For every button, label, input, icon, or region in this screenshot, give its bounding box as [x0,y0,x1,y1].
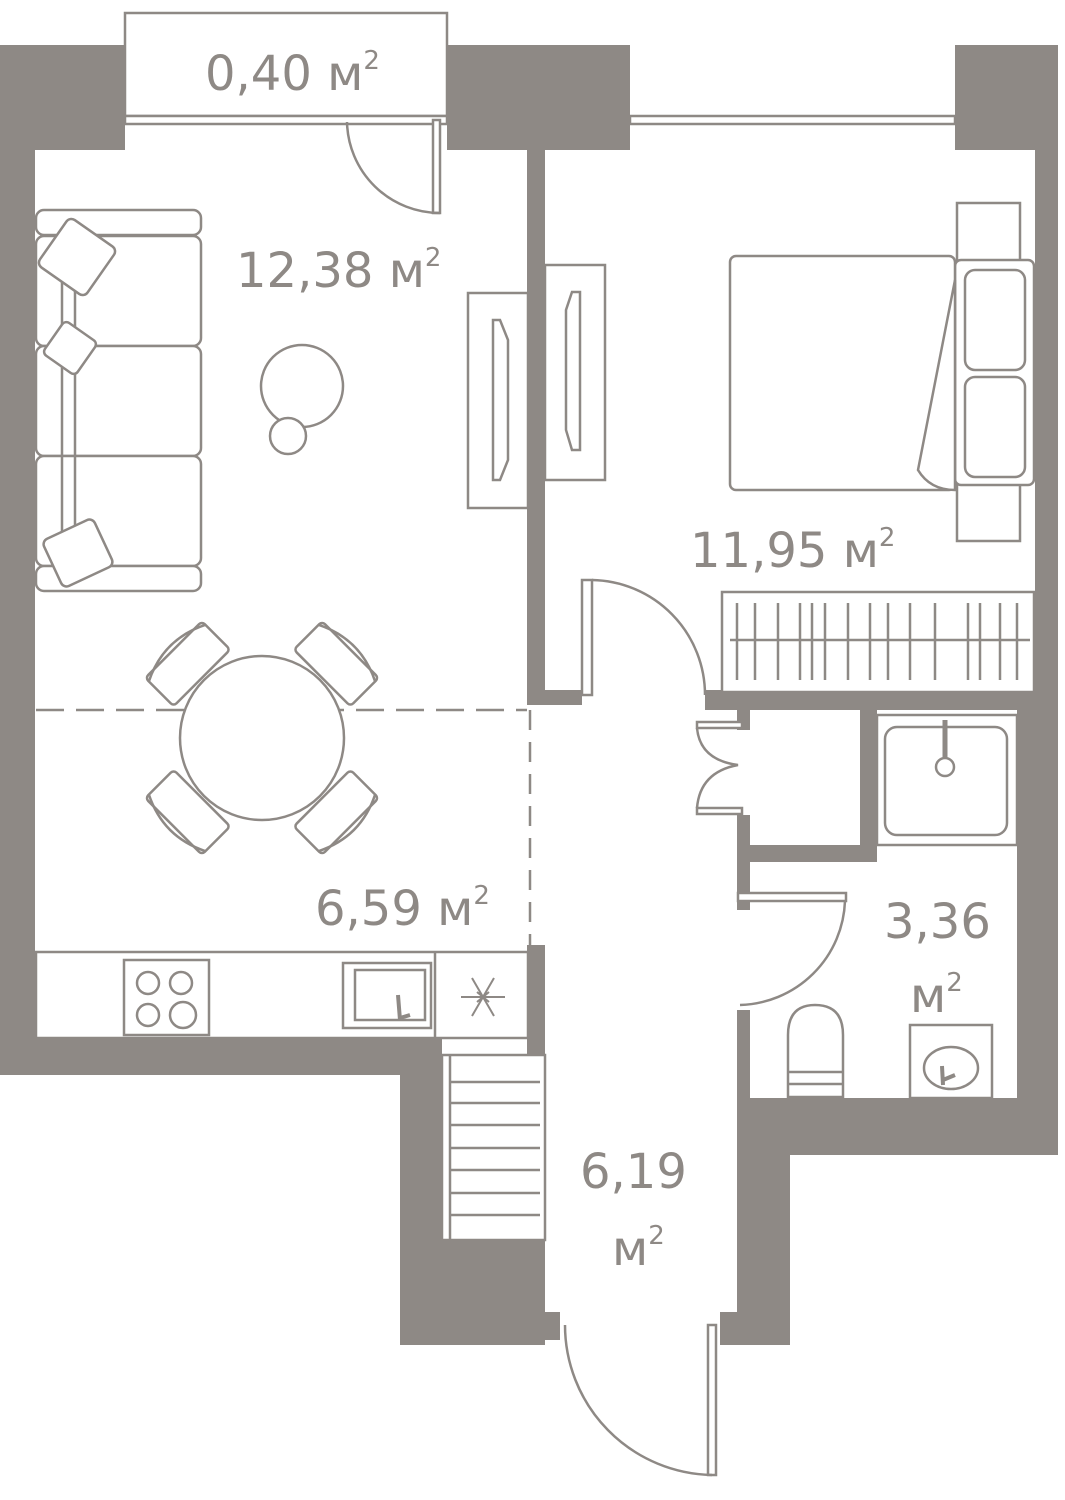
kitchen-counter [34,950,530,1040]
shower [875,713,1019,847]
bathroom-door[interactable] [736,891,848,1007]
room-area-bathroom: 3,36 [884,894,991,950]
sofa [34,208,203,593]
room-area-bathroom-unit: м2 [910,968,963,1024]
walls [0,45,1058,1345]
bedroom-window [628,114,957,126]
closet-door[interactable] [695,720,744,816]
balcony-outline [123,11,449,118]
room-area-kitchen: 6,59 м2 [315,881,490,937]
wardrobe [720,590,1036,694]
room-area-hallway: 6,19 [580,1144,687,1200]
bedroom-door[interactable] [580,578,707,697]
bed [728,201,1036,543]
room-area-balcony: 0,40 м2 [205,46,380,102]
balcony-door[interactable] [345,118,442,215]
balcony-window [123,114,449,126]
room-area-living-room: 12,38 м2 [236,243,442,299]
toilet [786,1003,845,1099]
snowflake-icon [461,977,505,1017]
tv-stand [466,263,607,510]
bathroom-sink [908,1023,994,1100]
room-area-hallway-unit: м2 [612,1221,665,1277]
hall-storage [440,1053,547,1242]
entrance-door[interactable] [563,1323,718,1477]
room-area-bedroom: 11,95 м2 [690,523,896,579]
coffee-table [259,343,345,456]
dining-table [36,621,532,945]
